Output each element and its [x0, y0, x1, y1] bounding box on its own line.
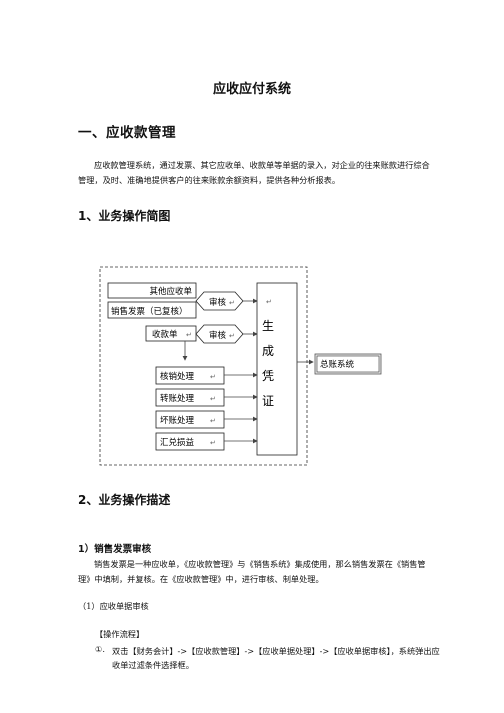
svg-text:↵: ↵ — [186, 331, 192, 339]
box-sales-invoice: 销售发票（已复核） — [107, 301, 197, 319]
box-general-ledger: 总账系统 — [314, 353, 382, 375]
svg-text:销售发票（已复核）: 销售发票（已复核） — [111, 306, 188, 317]
svg-text:成: 成 — [262, 344, 274, 358]
box-bad-debt: 坏账处理 ↵ — [155, 410, 225, 429]
box-receipt: 收款单 ↵ — [145, 325, 197, 342]
hexagon-audit-2: 审核 ↵ — [195, 324, 244, 344]
diagram-frame — [99, 266, 308, 466]
svg-text:证: 证 — [262, 394, 274, 408]
svg-text:汇兑损益: 汇兑损益 — [160, 437, 195, 448]
svg-text:↵: ↵ — [210, 439, 216, 447]
svg-text:↵: ↵ — [266, 298, 272, 306]
step-number: ①. — [95, 644, 105, 654]
svg-text:其他应收单: 其他应收单 — [149, 286, 192, 297]
box-other-receivable: 其他应收单 — [107, 282, 197, 299]
svg-text:↵: ↵ — [229, 299, 235, 307]
box-generate-voucher: ↵ 生 成 凭 证 — [256, 282, 298, 456]
step-text: 双击【财务会计】->【应收款管理】->【应收单据处理】->【应收单据审核】，系统… — [112, 646, 440, 670]
steps-header: 【操作流程】 — [95, 629, 145, 639]
svg-text:转账处理: 转账处理 — [160, 393, 195, 404]
box-exchange: 汇兑损益 ↵ — [155, 432, 225, 451]
section-heading-receivables: 一、应收款管理 — [78, 125, 176, 141]
subheading-diagram: 1、业务操作简图 — [78, 209, 171, 223]
box-transfer: 转账处理 ↵ — [155, 388, 225, 407]
svg-text:↵: ↵ — [210, 373, 216, 381]
document-title: 应收应付系统 — [212, 82, 291, 97]
item-heading-sales-invoice: 1）销售发票审核 — [78, 544, 152, 555]
intro-paragraph: 应收款管理系统，通过发票、其它应收单、收款单等单据的录入，对企业的往来账款进行综… — [78, 160, 430, 185]
svg-text:坏账处理: 坏账处理 — [160, 415, 195, 426]
svg-text:↵: ↵ — [210, 417, 216, 425]
svg-text:↵: ↵ — [210, 395, 216, 403]
svg-text:生: 生 — [262, 319, 274, 333]
item-paragraph: 销售发票是一种应收单，《应收款管理》与《销售系统》集成使用，那么销售发票在《销售… — [78, 559, 426, 584]
svg-text:↵: ↵ — [229, 332, 235, 340]
hexagon-audit-1: 审核 ↵ — [195, 291, 244, 311]
svg-text:收款单: 收款单 — [152, 329, 178, 340]
svg-text:凭: 凭 — [262, 368, 274, 383]
svg-text:总账系统: 总账系统 — [320, 359, 355, 370]
svg-text:核销处理: 核销处理 — [160, 371, 195, 382]
subheading-description: 2、业务操作描述 — [78, 493, 171, 507]
box-writeoff: 核销处理 ↵ — [155, 366, 225, 385]
svg-text:审核: 审核 — [209, 297, 227, 308]
subitem-heading: （1）应收单据审核 — [78, 601, 149, 611]
svg-text:审核: 审核 — [209, 330, 227, 341]
